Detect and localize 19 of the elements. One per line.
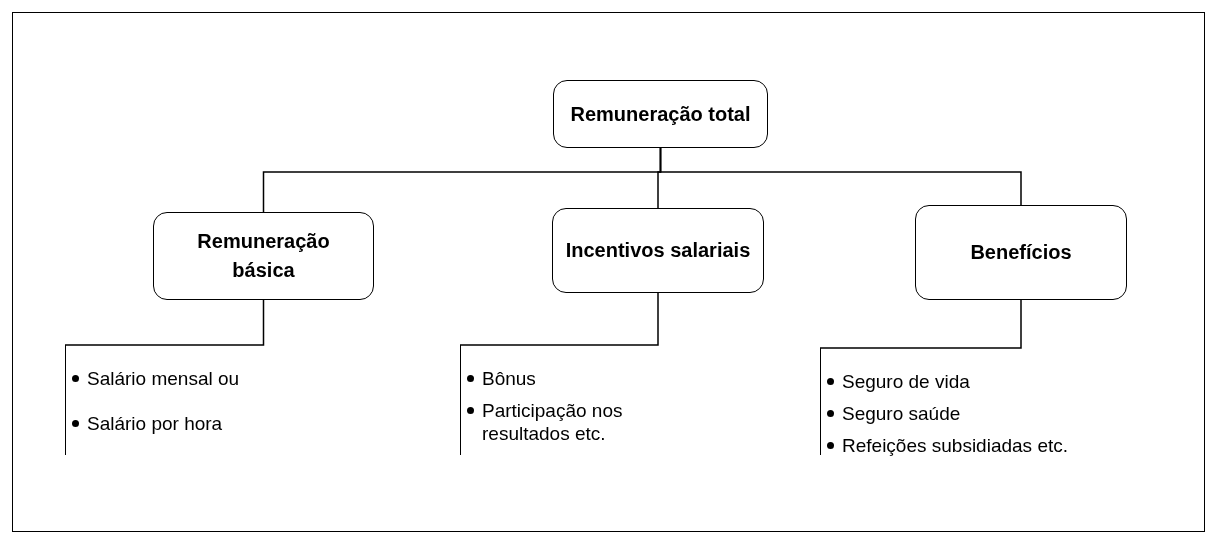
box-label: Remuneração total — [570, 101, 751, 127]
box-label: Remuneração básica — [196, 229, 331, 283]
bullet-item: Salário mensal ou — [72, 367, 285, 390]
bullet-item: Seguro saúde — [827, 402, 1190, 425]
rounded-box — [552, 208, 764, 293]
connector-line — [459, 292, 659, 346]
connector-line — [659, 147, 1022, 206]
bullet-item: Seguro de vida — [827, 370, 1190, 393]
connector-line — [64, 299, 265, 346]
rounded-box — [915, 205, 1127, 300]
box-label: Benefícios — [970, 240, 1072, 265]
box-label: Incentivos salariais — [565, 238, 751, 263]
bullet-item: Bônus — [467, 367, 650, 390]
connector-line — [819, 299, 1022, 349]
rounded-box — [153, 212, 374, 300]
bullet-item: Salário por hora — [72, 412, 285, 435]
bullet-item: Refeições subsidiadas etc. — [827, 434, 1190, 457]
bullet-item: Participação nos resultados etc. — [467, 399, 650, 445]
rounded-box — [553, 80, 768, 148]
